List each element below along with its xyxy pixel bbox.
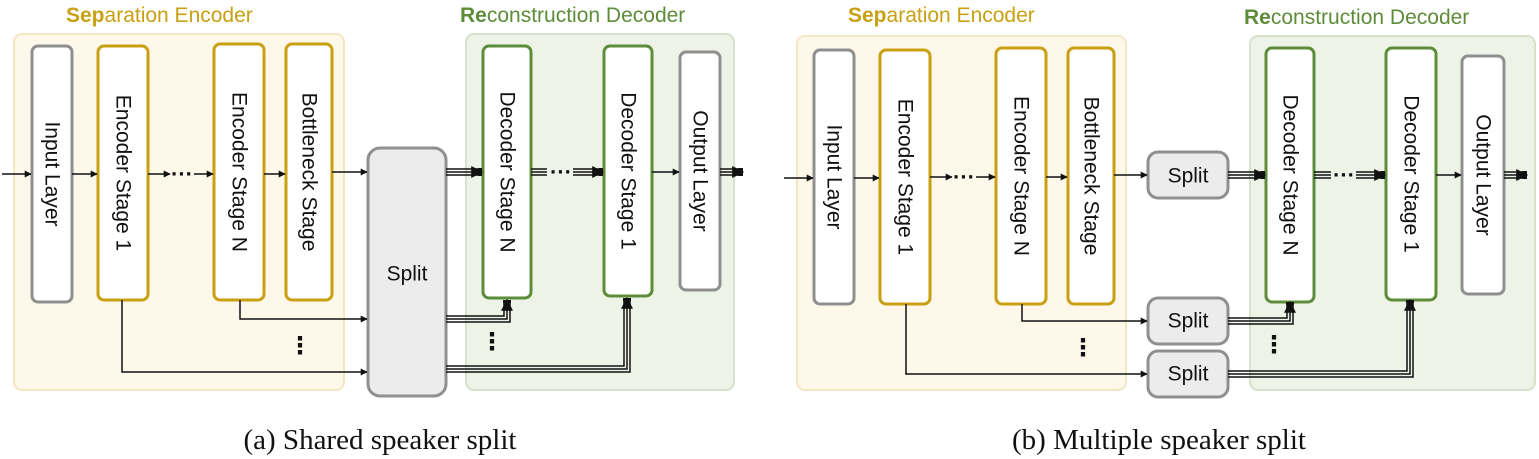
input-layer-label-b: Input Layer bbox=[823, 124, 846, 229]
decoder-region-a bbox=[465, 33, 735, 391]
caption-b: (b) Multiple speaker split bbox=[1012, 424, 1306, 456]
ellipsis-vertical-decoder-b: ⋮ bbox=[1262, 332, 1286, 359]
arrows-a bbox=[2, 168, 680, 376]
split-label-bottom-b: Split bbox=[1168, 363, 1209, 386]
decoder-stage-1-label-a: Decoder Stage 1 bbox=[617, 92, 640, 250]
triple-arrows-a bbox=[446, 166, 745, 373]
decoder-title-b: Reconstruction Decoder bbox=[1244, 6, 1469, 29]
decoder-stage-n-label-b: Decoder Stage N bbox=[1279, 94, 1302, 255]
ellipsis-horizontal-encoder-b: ··· bbox=[953, 165, 975, 190]
decoder-stage-n-label-a: Decoder Stage N bbox=[496, 91, 519, 252]
encoder-stage-1-label-b: Encoder Stage 1 bbox=[894, 99, 917, 255]
decoder-stage-1-label-b: Decoder Stage 1 bbox=[1400, 95, 1423, 253]
split-label-top-b: Split bbox=[1168, 165, 1209, 188]
split-label-a: Split bbox=[387, 263, 428, 286]
arrows-b bbox=[784, 171, 1462, 378]
encoder-title-a: Separation Encoder bbox=[66, 4, 253, 27]
triple-arrows-b bbox=[1228, 169, 1529, 378]
ellipsis-vertical-encoder-a: ⋮ bbox=[288, 333, 312, 360]
ellipsis-vertical-encoder-b: ⋮ bbox=[1071, 335, 1095, 362]
encoder-stage-n-label-b: Encoder Stage N bbox=[1010, 96, 1033, 256]
bottleneck-stage-label-b: Bottleneck Stage bbox=[1080, 97, 1103, 256]
caption-a: (a) Shared speaker split bbox=[244, 424, 517, 456]
ellipsis-horizontal-encoder-a: ··· bbox=[171, 162, 193, 187]
split-block-a bbox=[366, 146, 448, 398]
split-label-middle-b: Split bbox=[1168, 310, 1209, 333]
ellipsis-horizontal-decoder-a: ··· bbox=[550, 160, 572, 185]
decoder-title-a: Reconstruction Decoder bbox=[460, 4, 685, 27]
encoder-stage-n-block-a bbox=[212, 42, 266, 302]
encoder-title-b: Separation Encoder bbox=[848, 4, 1035, 27]
bottleneck-stage-block-b bbox=[1066, 46, 1116, 306]
output-layer-label-b: Output Layer bbox=[1472, 114, 1495, 235]
encoder-stage-1-label-a: Encoder Stage 1 bbox=[112, 95, 135, 251]
bottleneck-stage-label-a: Bottleneck Stage bbox=[298, 93, 321, 252]
encoder-stage-n-label-a: Encoder Stage N bbox=[228, 92, 251, 252]
input-layer-label-a: Input Layer bbox=[41, 121, 64, 226]
encoder-stage-n-block-b bbox=[994, 46, 1048, 306]
encoder-stage-1-block-a bbox=[96, 44, 150, 302]
output-layer-block-a bbox=[678, 50, 722, 292]
ellipsis-horizontal-decoder-b: ··· bbox=[1333, 163, 1355, 188]
panel-a: Separation Encoder Reconstruction Decode… bbox=[2, 4, 745, 456]
panel-b: Separation Encoder Reconstruction Decode… bbox=[784, 4, 1536, 456]
ellipsis-vertical-decoder-a: ⋮ bbox=[480, 329, 504, 356]
output-layer-label-a: Output Layer bbox=[689, 110, 712, 231]
input-layer-block-b bbox=[812, 48, 856, 306]
